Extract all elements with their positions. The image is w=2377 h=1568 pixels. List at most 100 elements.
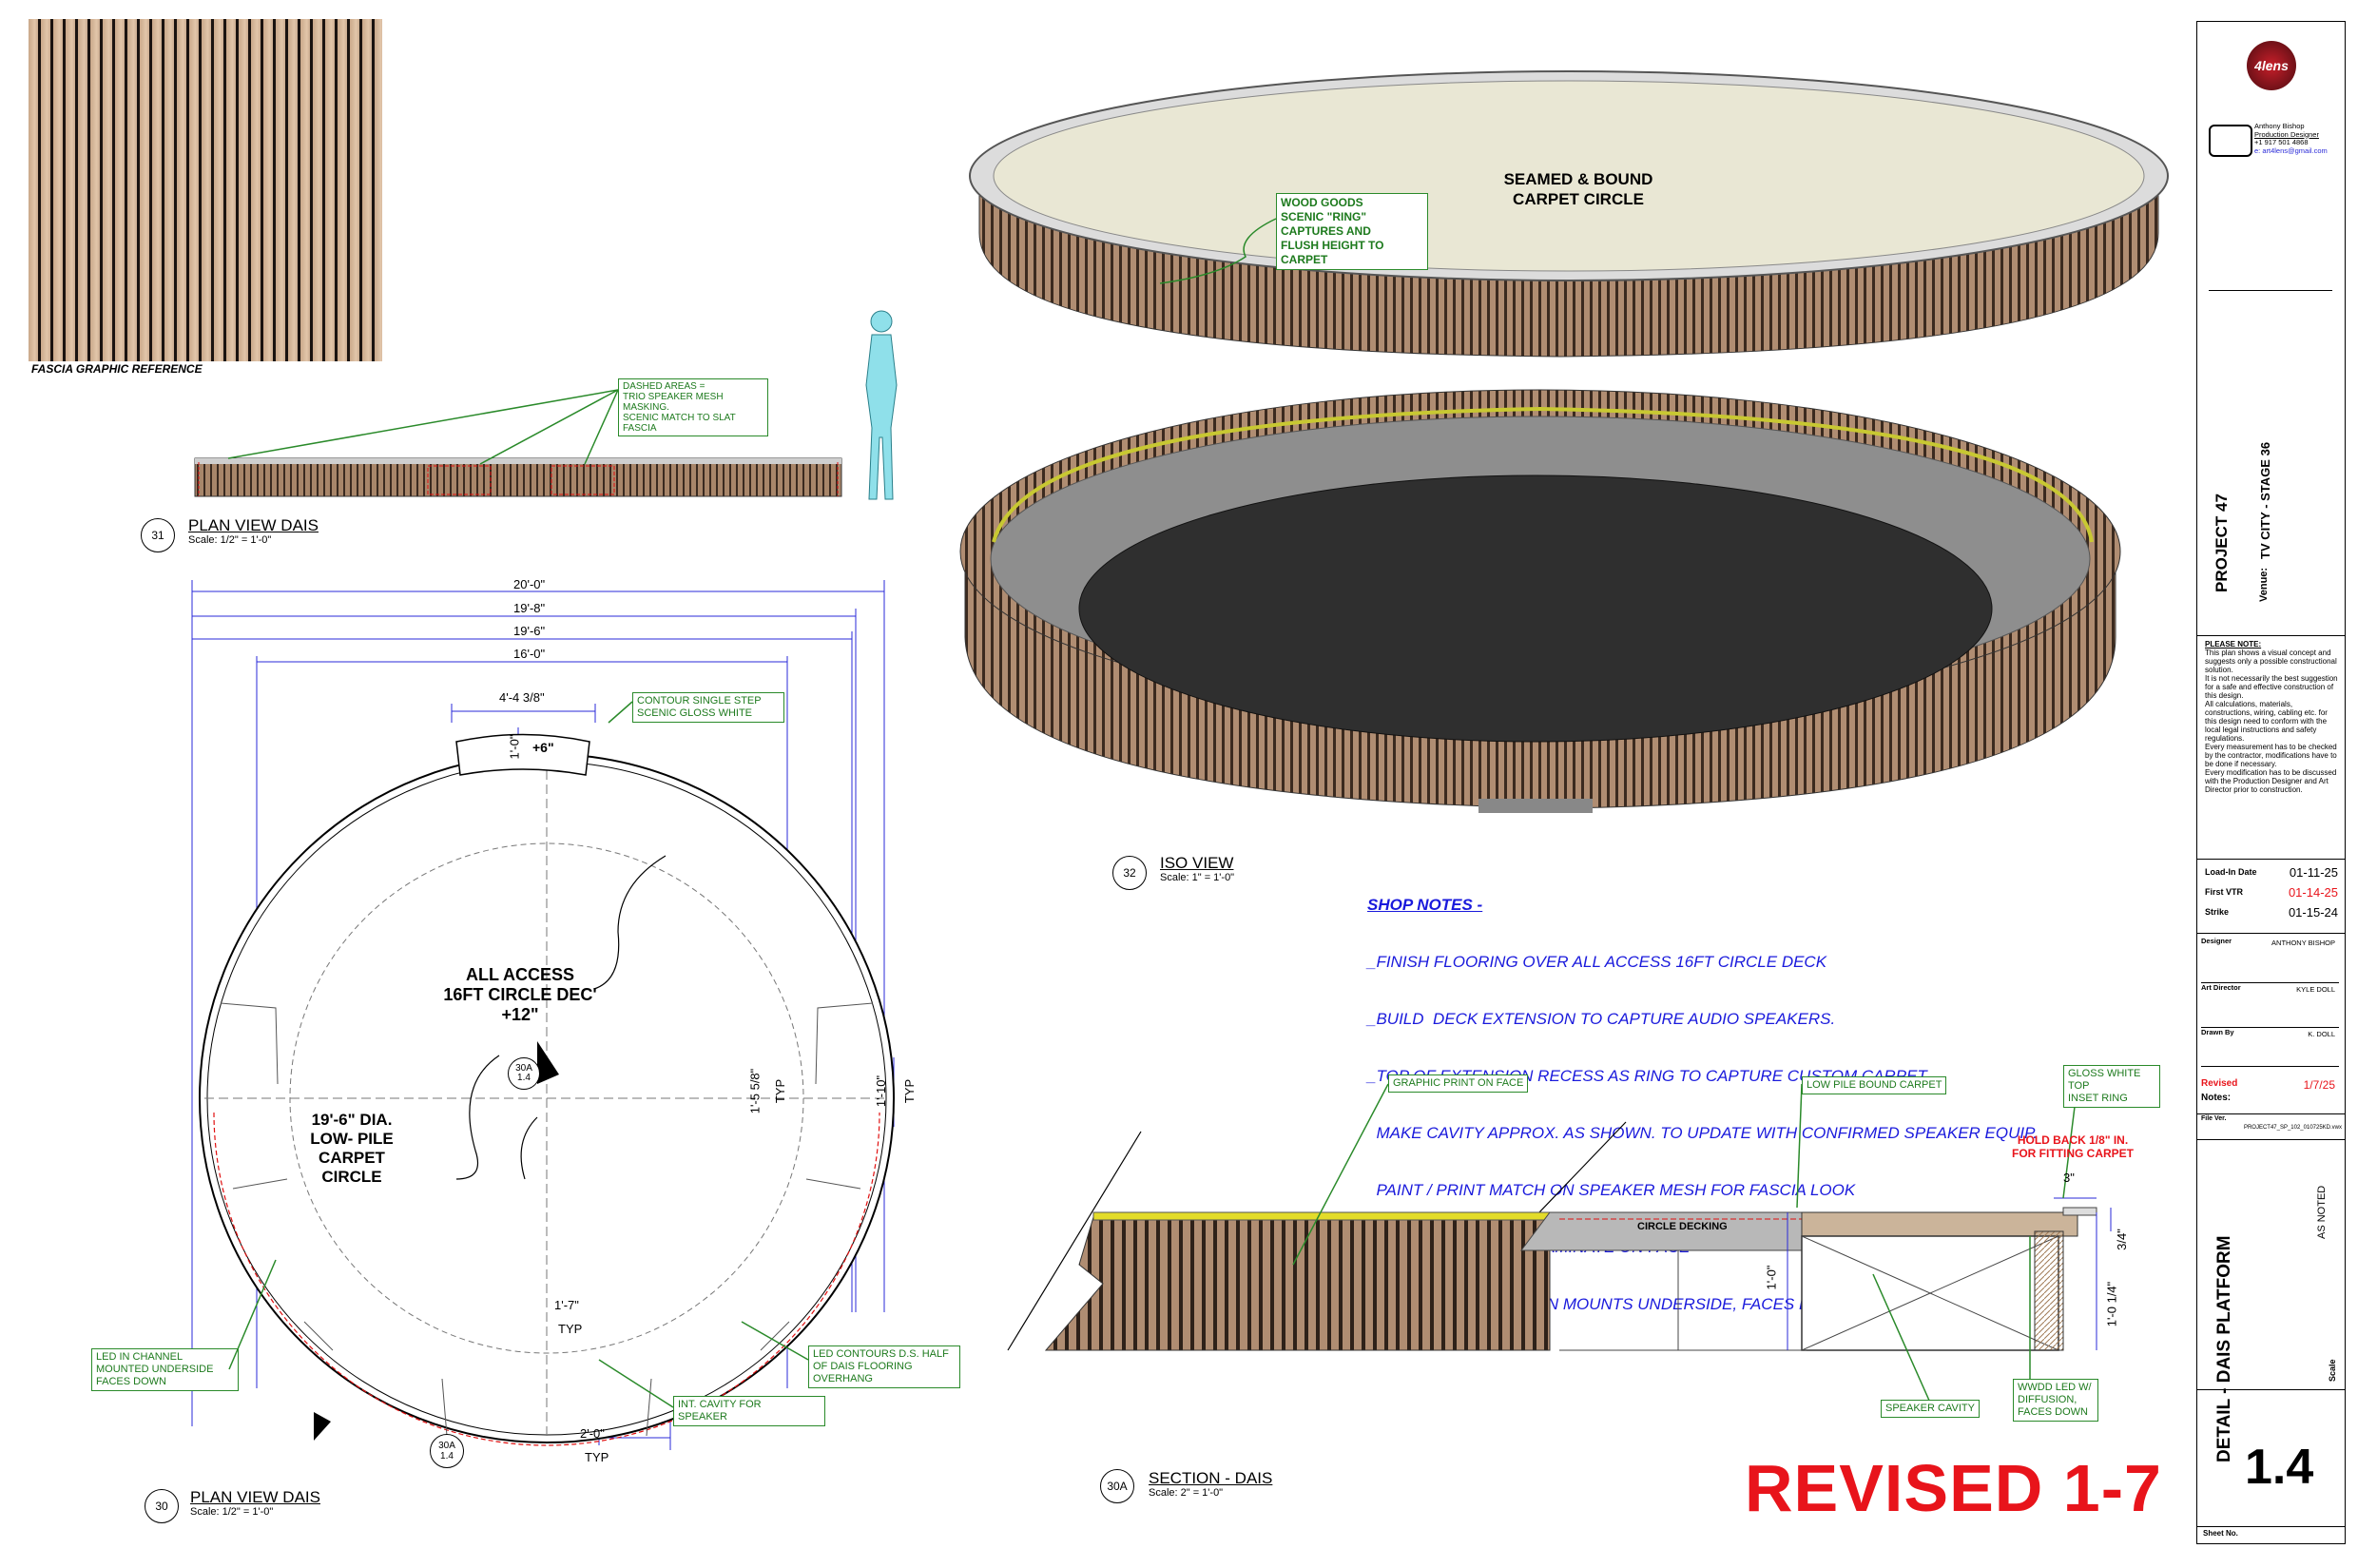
strike-label: Strike xyxy=(2205,907,2230,917)
dim-bottom-a-typ: TYP xyxy=(558,1322,583,1336)
note-speaker-cavity: SPEAKER CAVITY xyxy=(1881,1400,1980,1418)
cut-bubble-bottom-bottom: 1.4 xyxy=(440,1451,454,1462)
file-ver-value: PROJECT47_SP_102_010725KD.vwx xyxy=(2243,1125,2342,1131)
view-30-title: PLAN VIEW DAIS xyxy=(190,1488,320,1506)
view-31-scale: Scale: 1/2" = 1'-0" xyxy=(188,534,272,546)
view-30a-scale: Scale: 2" = 1'-0" xyxy=(1149,1487,1224,1499)
plan-view-dais xyxy=(191,580,895,1450)
decking-label: CIRCLE DECKING xyxy=(1637,1221,1728,1232)
title-block: 4lens Anthony Bishop Production Designer… xyxy=(2196,21,2346,1544)
scale-value: AS NOTED xyxy=(2316,1185,2328,1239)
sheet-title: DETAIL - DAIS PLATFORM xyxy=(2214,1235,2234,1462)
logo-text: 4lens xyxy=(2254,58,2289,73)
file-version: File Ver. PROJECT47_SP_102_010725KD.vwx xyxy=(2201,1115,2342,1131)
designer-value: ANTHONY BISHOP xyxy=(2271,939,2335,947)
dim-bottom-b: 2'-0" xyxy=(580,1426,605,1441)
dim-16-0: 16'-0" xyxy=(513,647,546,661)
plan-leaders xyxy=(228,701,809,1408)
section-cut-bubble-center: 30A 1.4 xyxy=(508,1057,540,1090)
iso-top-label: SEAMED & BOUND CARPET CIRCLE xyxy=(1503,170,1653,208)
cut-bubble-bottom: 1.4 xyxy=(517,1073,531,1083)
please-note-title: PLEASE NOTE: xyxy=(2205,640,2262,648)
please-note-body: This plan shows a visual concept and sug… xyxy=(2205,648,2338,794)
load-in-label: Load-In Date xyxy=(2205,867,2257,877)
revised-value: 1/7/25 xyxy=(2303,1078,2335,1092)
cut-bubble-bottom-top: 30A xyxy=(438,1441,455,1451)
dim-19-6: 19'-6" xyxy=(513,624,546,638)
view-32-title: ISO VIEW xyxy=(1160,854,1234,872)
art-director-label: Art Director xyxy=(2201,983,2241,992)
section-cut-bubble-bottom: 30A 1.4 xyxy=(430,1434,464,1468)
drawn-by-value: K. DOLL xyxy=(2308,1030,2335,1038)
shop-note-line: _FINISH FLOORING OVER ALL ACCESS 16FT CI… xyxy=(1367,953,1827,971)
please-note: PLEASE NOTE: This plan shows a visual co… xyxy=(2205,640,2338,794)
center-label: ALL ACCESS 16FT CIRCLE DEC' +12" xyxy=(443,965,597,1024)
note-led-contours: LED CONTOURS D.S. HALF OF DAIS FLOORING … xyxy=(808,1345,960,1388)
note-low-pile: LOW PILE BOUND CARPET xyxy=(1802,1076,1947,1094)
drawn-by-label: Drawn By xyxy=(2201,1028,2234,1036)
note-graphic-print: GRAPHIC PRINT ON FACE xyxy=(1388,1074,1529,1093)
credits: Designer ANTHONY BISHOP Art Director KYLE … xyxy=(2201,937,2339,1103)
fascia-graphic-reference xyxy=(29,19,382,361)
dim-3in: 3" xyxy=(2063,1171,2075,1185)
revised-stamp: REVISED 1-7 xyxy=(1745,1451,2162,1525)
scale-label: Scale xyxy=(2328,1359,2337,1382)
file-ver-label: File Ver. xyxy=(2201,1115,2227,1122)
hold-back-note: HOLD BACK 1/8" IN. FOR FITTING CARPET xyxy=(2012,1133,2134,1160)
view-30-scale: Scale: 1/2" = 1'-0" xyxy=(190,1506,274,1518)
section-view xyxy=(1007,1083,2112,1403)
note-gloss-white: GLOSS WHITE TOP INSET RING xyxy=(2063,1065,2160,1108)
dim-3-4: 3/4" xyxy=(2114,1229,2129,1250)
iso-leader xyxy=(1159,218,1277,284)
note-dashed-areas: DASHED AREAS = TRIO SPEAKER MESH MASKING… xyxy=(618,378,768,436)
view-30a-title: SECTION - DAIS xyxy=(1149,1469,1273,1487)
designer-role: Production Designer xyxy=(2254,129,2319,139)
notes-label: Notes: xyxy=(2201,1093,2232,1103)
sheet-no-label: Sheet No. xyxy=(2203,1529,2238,1538)
fascia-caption: FASCIA GRAPHIC REFERENCE xyxy=(31,362,203,376)
dais-elevation-strip xyxy=(194,310,898,500)
designer-name: Anthony Bishop xyxy=(2254,122,2305,130)
designer-phone: +1 917 501 4868 xyxy=(2254,138,2309,146)
designer-email: e: art4lens@gmail.com xyxy=(2254,145,2328,155)
dim-1-0: 1'-0" xyxy=(1764,1265,1779,1290)
dim-step-width: 4'-4 3/8" xyxy=(499,690,545,705)
strike-date: 01-15-24 xyxy=(2288,905,2338,920)
note-contour-step: CONTOUR SINGLE STEP SCENIC GLOSS WHITE xyxy=(632,692,784,723)
designer-label: Designer xyxy=(2201,937,2232,945)
note-wood-goods: WOOD GOODS SCENIC "RING" CAPTURES AND FL… xyxy=(1276,193,1428,270)
iso-view xyxy=(959,70,2169,813)
note-int-cavity: INT. CAVITY FOR SPEAKER xyxy=(673,1396,825,1426)
view-32-scale: Scale: 1" = 1'-0" xyxy=(1160,872,1235,883)
dim-20ft: 20'-0" xyxy=(513,577,546,591)
view-31-title: PLAN VIEW DAIS xyxy=(188,516,319,534)
shop-notes-heading: SHOP NOTES - xyxy=(1367,896,1483,914)
note-led-channel: LED IN CHANNEL MOUNTED UNDERSIDE FACES D… xyxy=(91,1348,239,1391)
view-30a-bubble: 30A xyxy=(1100,1469,1134,1503)
sheet-number: 1.4 xyxy=(2245,1440,2314,1495)
revised-label: Revised xyxy=(2201,1078,2238,1089)
note-wwdd-led: WWDD LED W/ DIFFUSION, FACES DOWN xyxy=(2013,1379,2098,1422)
designer-contact: Anthony Bishop Production Designer +1 91… xyxy=(2254,122,2328,155)
dim-bottom-b-typ: TYP xyxy=(585,1450,609,1464)
logo: 4lens xyxy=(2247,41,2296,90)
shop-note-line: MAKE CAVITY APPROX. AS SHOWN. TO UPDATE … xyxy=(1367,1124,2038,1142)
dim-bottom-a: 1'-7" xyxy=(554,1298,579,1312)
first-vtr-date: 01-14-25 xyxy=(2288,885,2338,900)
project-name: PROJECT 47 xyxy=(2213,494,2231,592)
step-rise: +6" xyxy=(532,740,554,755)
view-32-bubble: 32 xyxy=(1112,856,1147,890)
view-31-bubble: 31 xyxy=(141,518,175,552)
load-in-date: 01-11-25 xyxy=(2289,865,2338,880)
dim-19-8: 19'-8" xyxy=(513,601,546,615)
view-30-bubble: 30 xyxy=(145,1489,179,1523)
designer-logo-icon xyxy=(2209,125,2252,157)
shop-note-line: _BUILD DECK EXTENSION TO CAPTURE AUDIO S… xyxy=(1367,1010,1836,1028)
carpet-label: 19'-6" DIA. LOW- PILE CARPET CIRCLE xyxy=(310,1111,394,1186)
shop-note-line: PAINT / PRINT MATCH ON SPEAKER MESH FOR … xyxy=(1367,1181,1856,1199)
date-table: Load-In Date 01-11-25 First VTR 01-14-25 S… xyxy=(2205,862,2338,922)
art-director-value: KYLE DOLL xyxy=(2296,985,2335,994)
dim-1-0-1-4: 1'-0 1/4" xyxy=(2104,1281,2119,1327)
cut-bubble-top: 30A xyxy=(515,1063,532,1074)
first-vtr-label: First VTR xyxy=(2205,887,2244,897)
